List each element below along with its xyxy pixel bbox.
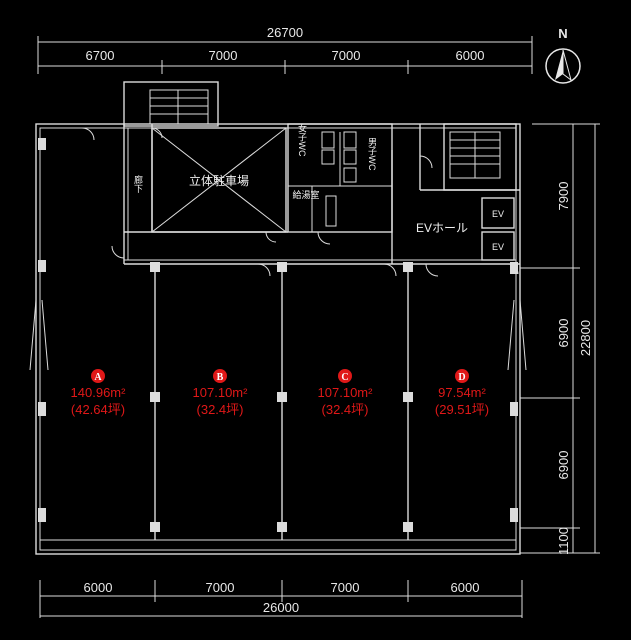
dim-top-seg-1: 6700: [86, 48, 115, 63]
unit-a-id: A: [94, 372, 102, 383]
unit-a-area-tsubo: (42.64坪): [71, 402, 125, 417]
room-label-corridor: 廊下: [133, 174, 143, 194]
dim-bottom-total: 26000: [263, 600, 299, 615]
unit-c: C 107.10m² (32.4坪): [318, 369, 374, 417]
unit-d-id: D: [458, 372, 465, 383]
dim-right-seg-1: 7900: [556, 182, 571, 211]
north-compass-icon: N: [545, 26, 581, 84]
right-dimension-line: 7900 6900 6900 1100 22800: [520, 123, 600, 555]
dim-top-seg-2: 7000: [209, 48, 238, 63]
dim-right-seg-2: 6900: [556, 319, 571, 348]
unit-a: A 140.96m² (42.64坪): [71, 369, 127, 417]
dim-top-total: 26700: [267, 25, 303, 40]
unit-b-area-tsubo: (32.4坪): [197, 402, 244, 417]
building-walls: [29, 81, 527, 555]
unit-d-area-tsubo: (29.51坪): [435, 402, 489, 417]
unit-c-id: C: [341, 372, 348, 383]
unit-c-area-tsubo: (32.4坪): [322, 402, 369, 417]
unit-b: B 107.10m² (32.4坪): [193, 369, 249, 417]
dim-bottom-seg-4: 6000: [451, 580, 480, 595]
room-label-parking: 立体駐車場: [189, 173, 249, 188]
room-label-ev-1: EV: [492, 209, 504, 219]
room-label-wc-male: 男子WC: [367, 137, 377, 171]
top-dimension-line: 26700 6700 7000 7000 6000: [37, 25, 533, 74]
dim-bottom-seg-3: 7000: [331, 580, 360, 595]
unit-d: D 97.54m² (29.51坪): [435, 369, 489, 417]
unit-b-area-m2: 107.10m²: [193, 385, 249, 400]
compass-label: N: [558, 26, 567, 41]
unit-b-id: B: [217, 372, 224, 383]
dim-top-seg-4: 6000: [456, 48, 485, 63]
room-label-wc-female: 女子WC: [297, 122, 307, 157]
dim-bottom-seg-2: 7000: [206, 580, 235, 595]
bottom-dimension-line: 6000 7000 7000 6000 26000: [39, 580, 523, 618]
room-label-kitchen: 給湯室: [292, 189, 319, 200]
room-label-ev-hall: EVホール: [416, 221, 468, 235]
dim-bottom-seg-1: 6000: [84, 580, 113, 595]
unit-a-area-m2: 140.96m²: [71, 385, 127, 400]
dim-right-total: 22800: [578, 320, 593, 356]
dim-right-seg-4: 1100: [556, 527, 571, 555]
unit-d-area-m2: 97.54m²: [438, 385, 486, 400]
dim-top-seg-3: 7000: [332, 48, 361, 63]
unit-c-area-m2: 107.10m²: [318, 385, 374, 400]
room-label-ev-2: EV: [492, 242, 504, 252]
dim-right-seg-3: 6900: [556, 451, 571, 480]
